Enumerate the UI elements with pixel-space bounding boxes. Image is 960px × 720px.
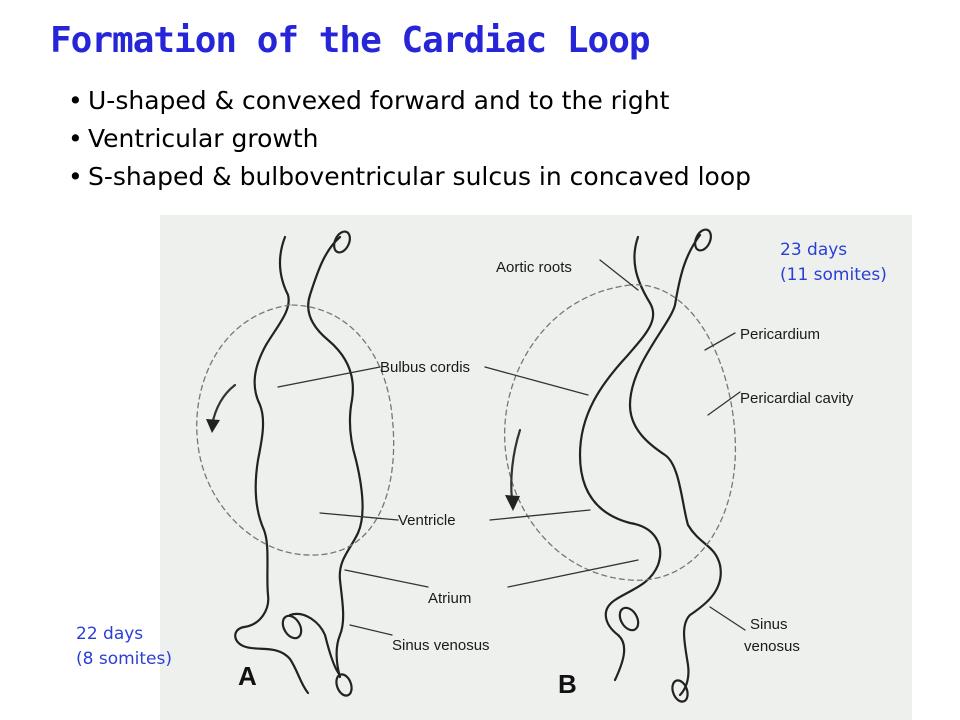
bullet-list: •U-shaped & convexed forward and to the …	[68, 82, 751, 196]
label-pericardial-cavity: Pericardial cavity	[740, 390, 854, 407]
label-pericardium: Pericardium	[740, 326, 820, 343]
heart-tube-a	[234, 230, 364, 697]
panel-label-a: A	[238, 661, 257, 691]
bullet-text: U-shaped & convexed forward and to the r…	[88, 86, 670, 115]
label-sinus-venosus-a: Sinus venosus	[392, 637, 490, 654]
label-aortic-roots: Aortic roots	[496, 259, 572, 276]
bullet-item: •U-shaped & convexed forward and to the …	[68, 82, 751, 120]
panel-label-b: B	[558, 669, 577, 699]
arrowhead-b	[505, 495, 520, 511]
annotation-day: 23 days	[780, 240, 848, 260]
bullet-text: Ventricular growth	[88, 124, 319, 153]
rotation-arrow-b	[510, 428, 522, 502]
label-sinus-venosus-b: Sinus	[750, 616, 788, 633]
bullet-item: •S-shaped & bulboventricular sulcus in c…	[68, 158, 751, 196]
annotation-somites: (8 somites)	[76, 649, 173, 669]
annotation-22-days: 22 days (8 somites)	[76, 622, 172, 672]
arrowhead-a	[206, 419, 220, 433]
pericardium-outline-b	[503, 284, 737, 581]
heart-loop-figure: Bulbus cordis Ventricle Atrium Sinus ven…	[160, 215, 912, 720]
label-atrium: Atrium	[428, 590, 471, 607]
annotation-day: 22 days	[76, 624, 144, 644]
rotation-arrow-a	[210, 383, 237, 427]
bullet-dot: •	[68, 124, 83, 153]
bullet-dot: •	[68, 162, 83, 191]
slide-title: Formation of the Cardiac Loop	[50, 20, 651, 61]
bullet-text: S-shaped & bulboventricular sulcus in co…	[88, 162, 752, 191]
leader-lines	[277, 259, 746, 636]
label-bulbus-cordis: Bulbus cordis	[380, 359, 470, 376]
label-ventricle: Ventricle	[398, 512, 456, 529]
heart-loop-diagram: Bulbus cordis Ventricle Atrium Sinus ven…	[196, 228, 854, 703]
label-sinus-venosus-b: venosus	[744, 638, 800, 655]
annotation-somites: (11 somites)	[780, 265, 887, 285]
bullet-item: •Ventricular growth	[68, 120, 751, 158]
bullet-dot: •	[68, 86, 83, 115]
heart-tube-b	[578, 228, 722, 703]
annotation-23-days: 23 days (11 somites)	[780, 238, 887, 288]
